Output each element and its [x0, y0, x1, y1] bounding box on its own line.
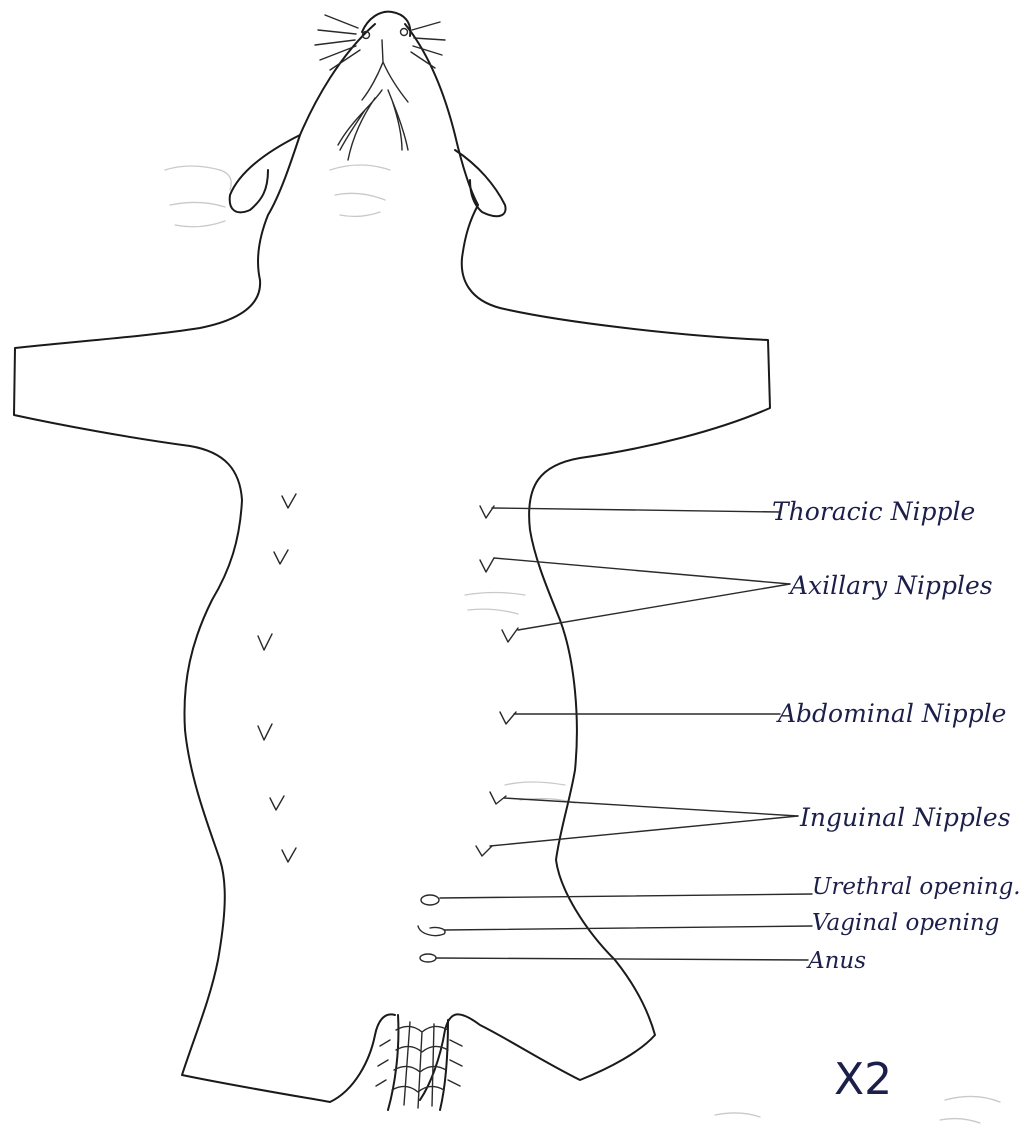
- right-nostril: [401, 29, 408, 36]
- tail-base: [376, 1015, 462, 1110]
- anus-mark: [420, 954, 436, 962]
- body-outline: [14, 24, 770, 1102]
- urethral-opening-mark: [421, 895, 439, 905]
- vaginal-opening-mark: [418, 926, 445, 936]
- nipple-mark: [274, 550, 288, 564]
- leader-axillary-2: [518, 584, 790, 630]
- nipple-mark: [270, 796, 284, 810]
- leader-axillary-1: [494, 558, 790, 584]
- label-thoracic-nipple: Thoracic Nipple: [772, 497, 975, 526]
- leader-inguinal-2: [490, 816, 798, 846]
- leader-anus: [436, 958, 808, 960]
- urogenital-region: [418, 895, 445, 962]
- label-urethral-opening: Urethral opening.: [812, 874, 1021, 900]
- label-axillary-nipples: Axillary Nipples: [788, 571, 993, 600]
- left-ear: [230, 135, 300, 212]
- tail-scales: [376, 1022, 462, 1108]
- nipple-mark: [282, 848, 296, 862]
- label-vaginal-opening: Vaginal opening: [812, 910, 999, 936]
- left-body-contour: [14, 24, 395, 1102]
- leader-inguinal-1: [504, 798, 798, 816]
- nipple-mark: [258, 634, 272, 650]
- label-anus: Anus: [806, 948, 866, 974]
- nipple-mark: [476, 846, 492, 856]
- label-inguinal-nipples: Inguinal Nipples: [799, 803, 1011, 832]
- head: [230, 12, 506, 217]
- labels: Thoracic Nipple Axillary Nipples Abdomin…: [772, 497, 1021, 1105]
- nipple-mark: [480, 558, 494, 572]
- mouth-line: [362, 40, 408, 102]
- leader-lines: [436, 508, 812, 960]
- leader-thoracic: [492, 508, 780, 512]
- nipple-mark: [258, 724, 272, 740]
- right-body-contour: [405, 24, 770, 1100]
- magnification-label: X2: [834, 1054, 892, 1105]
- whiskers-left: [315, 15, 360, 70]
- nipple-mark: [502, 628, 518, 642]
- left-nipple-row: [258, 494, 296, 862]
- leader-urethral: [440, 894, 812, 898]
- leader-vaginal: [444, 926, 812, 930]
- label-abdominal-nipple: Abdominal Nipple: [776, 699, 1006, 728]
- right-ear: [455, 150, 506, 216]
- jaw-left: [338, 90, 382, 160]
- nipple-mark: [282, 494, 296, 508]
- paper-bleed-through: [165, 165, 1000, 1123]
